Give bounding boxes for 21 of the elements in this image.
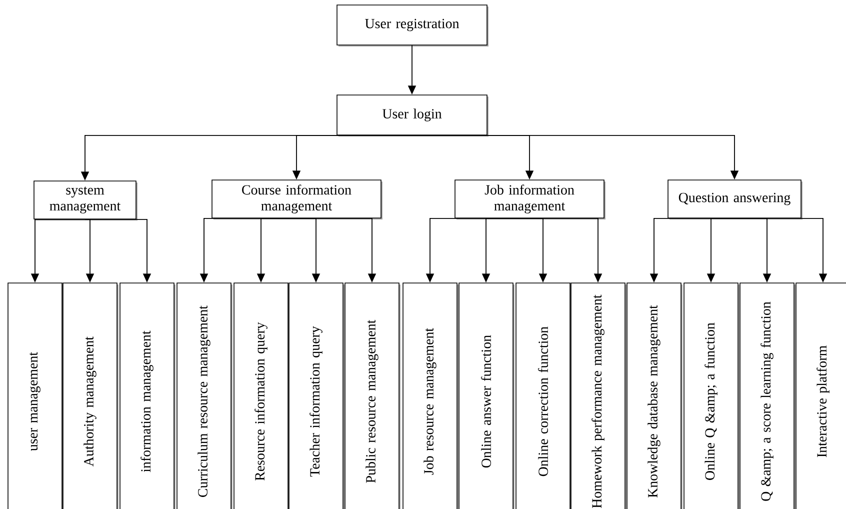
function-box: Online correction function: [516, 282, 572, 509]
module-box: User registration: [336, 4, 488, 46]
module-box: system management: [34, 180, 138, 220]
function-box: Public resource management: [344, 282, 400, 509]
function-box: user management: [8, 282, 64, 509]
function-box: Resource information query: [234, 282, 290, 509]
function-box: Knowledge database management: [626, 282, 682, 509]
function-box: Job resource management: [402, 282, 458, 509]
function-box: information management: [120, 282, 176, 509]
function-box: Teacher information query: [288, 282, 344, 509]
function-box: Online answer function: [458, 282, 514, 509]
function-box: Authority management: [62, 282, 118, 509]
function-box: Online Q &amp; a function: [684, 282, 740, 509]
function-box: Interactive platform: [796, 282, 846, 509]
function-box: Q &amp; a score learning function: [740, 282, 796, 509]
module-box: Question answering: [668, 180, 802, 220]
function-box: Curriculum resource management: [176, 282, 232, 509]
function-box: Homework performance management: [570, 282, 626, 509]
module-box: Course information management: [212, 180, 382, 220]
module-box: Job information management: [454, 180, 606, 220]
module-box: User login: [336, 94, 488, 136]
